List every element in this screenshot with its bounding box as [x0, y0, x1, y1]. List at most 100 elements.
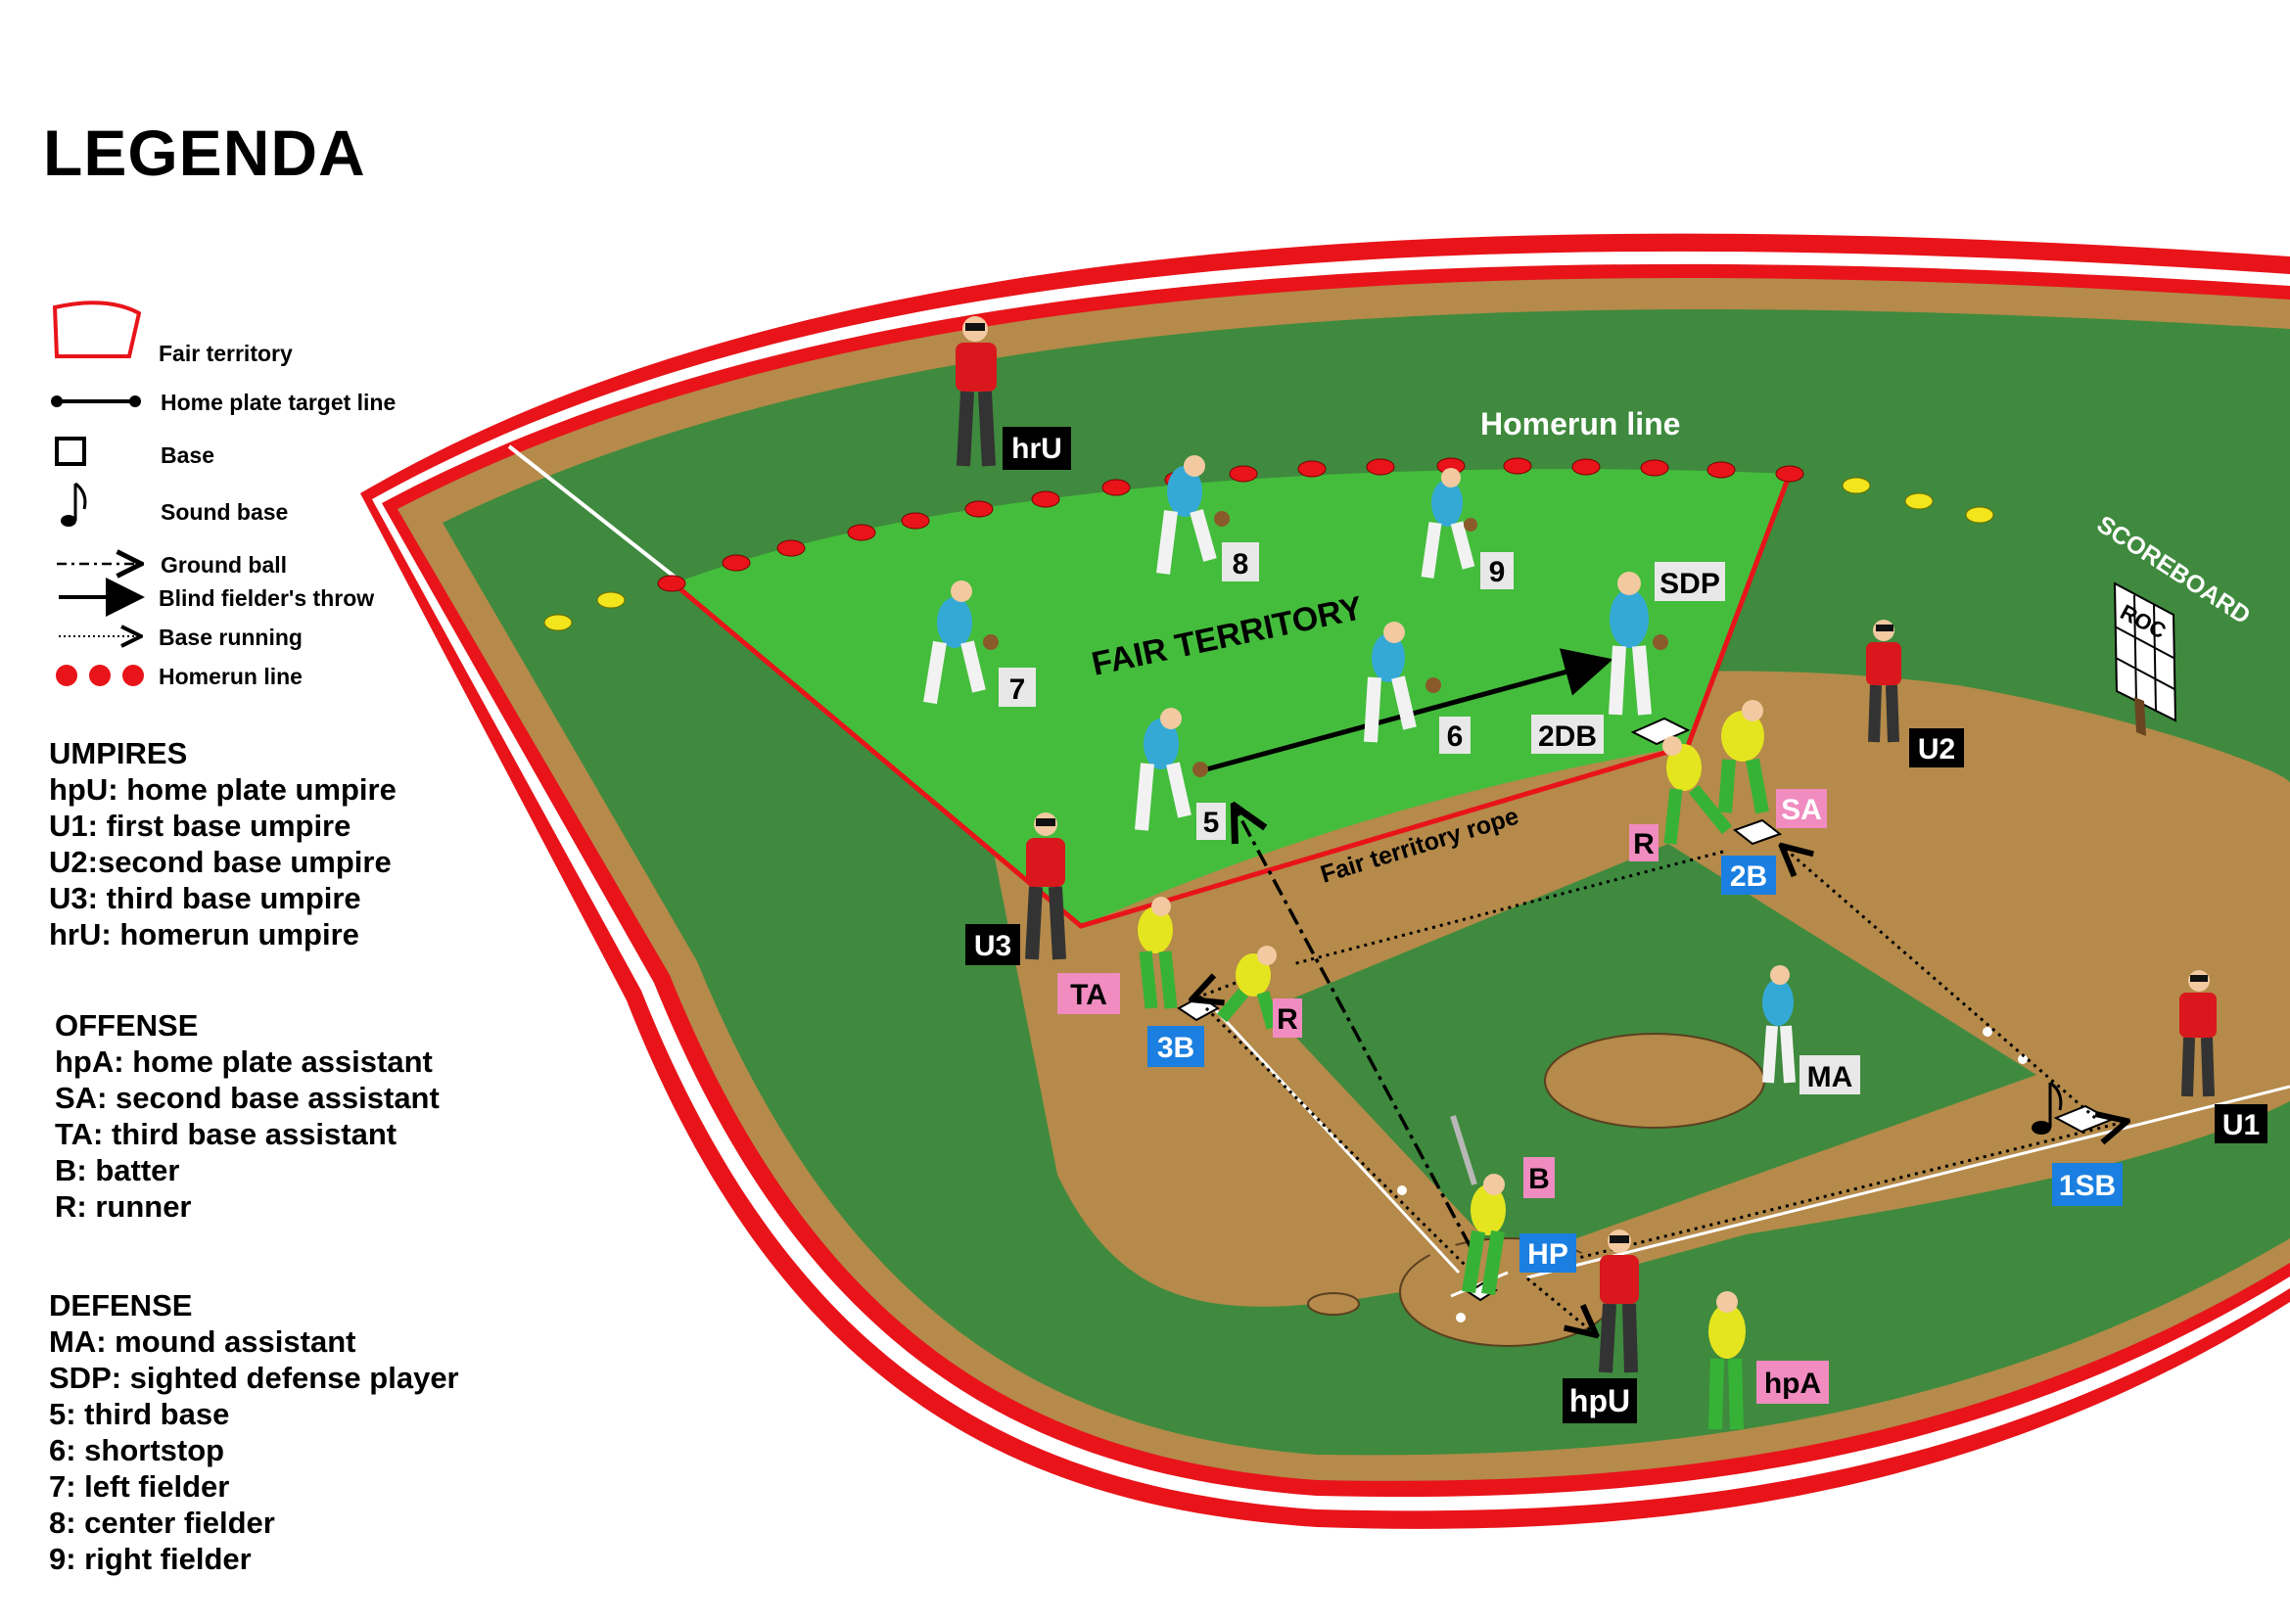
legend-base-running-label: Base running — [159, 625, 303, 650]
tag-7: 7 — [999, 668, 1036, 707]
svg-text:SA: SA — [1781, 794, 1822, 826]
tag-u3: U3 — [965, 924, 1020, 965]
svg-text:hpU: hpU — [1569, 1383, 1630, 1418]
batter-run-arrow — [1526, 1276, 1594, 1333]
offense-item: SA: second base assistant — [55, 1081, 440, 1115]
svg-text:TA: TA — [1070, 979, 1107, 1011]
umpire-hru — [956, 316, 997, 467]
foul-cones — [543, 477, 1994, 631]
legend-homerun-line-label: Homerun line — [159, 664, 303, 689]
svg-text:8: 8 — [1233, 548, 1249, 580]
tag-5: 5 — [1196, 803, 1226, 840]
umpires-item: U2:second base umpire — [49, 845, 392, 879]
umpires-heading: UMPIRES — [49, 736, 188, 770]
legend-sound-base-icon — [61, 482, 87, 527]
svg-text:5: 5 — [1203, 807, 1220, 839]
homerun-cones — [657, 457, 1804, 592]
tag-r3: R — [1273, 998, 1302, 1038]
on-deck-circle — [1307, 1292, 1360, 1316]
defense-item: 8: center fielder — [49, 1506, 275, 1540]
player-r2 — [1662, 736, 1733, 845]
defense-item: SDP: sighted defense player — [49, 1361, 459, 1395]
legend-ground-ball-label: Ground ball — [161, 552, 288, 578]
defense-heading: DEFENSE — [49, 1288, 193, 1322]
tag-u2: U2 — [1909, 728, 1964, 767]
sound-base-icon — [2032, 1081, 2063, 1135]
tag-8: 8 — [1222, 542, 1259, 581]
tag-b: B — [1523, 1157, 1555, 1198]
tag-2b: 2B — [1721, 856, 1776, 895]
player-6 — [1364, 622, 1441, 743]
umpires-item: U3: third base umpire — [49, 881, 361, 915]
svg-text:6: 6 — [1447, 720, 1464, 753]
offense-item: TA: third base assistant — [55, 1117, 397, 1151]
tag-ta: TA — [1057, 973, 1120, 1014]
svg-text:2B: 2B — [1730, 860, 1767, 893]
batter-box-mark — [1456, 1313, 1466, 1322]
tag-9: 9 — [1480, 552, 1514, 589]
umpires-item: hpU: home plate umpire — [49, 772, 397, 807]
legend-title: LEGENDA — [43, 116, 366, 189]
svg-text:U3: U3 — [974, 930, 1011, 962]
scoreboard-sign: ROC — [2113, 581, 2177, 736]
ground-ball-line — [1236, 809, 1472, 1248]
tag-r2: R — [1629, 824, 1659, 861]
svg-text:7: 7 — [1009, 673, 1026, 706]
tag-sa: SA — [1776, 789, 1827, 828]
tag-hru: hrU — [1003, 427, 1071, 470]
offense-heading: OFFENSE — [55, 1008, 199, 1043]
base-mark-1 — [1397, 1185, 1407, 1195]
umpire-u3 — [1025, 812, 1066, 960]
umpire-u1 — [2179, 970, 2217, 1097]
legend-base-label: Base — [161, 442, 214, 468]
tag-ma: MA — [1799, 1055, 1860, 1094]
legend-base-icon — [55, 437, 86, 466]
legend-homerun-line-icon — [56, 665, 144, 686]
umpire-hpu — [1599, 1230, 1639, 1373]
base-running-1b-2b — [1784, 848, 2096, 1120]
player-5 — [1135, 708, 1208, 831]
second-base-2db — [1630, 717, 1691, 746]
tag-hpu: hpU — [1563, 1378, 1637, 1423]
tag-u1: U1 — [2215, 1104, 2267, 1143]
legend-target-line-icon — [51, 395, 141, 407]
umpires-item: U1: first base umpire — [49, 809, 351, 843]
defense-item: 7: left fielder — [49, 1469, 230, 1504]
base-running-3b-home — [1204, 1006, 1471, 1271]
defense-item: MA: mound assistant — [49, 1324, 356, 1359]
player-sa — [1718, 700, 1769, 814]
legend-sound-base-label: Sound base — [161, 499, 289, 525]
umpires-item: hrU: homerun umpire — [49, 917, 359, 951]
tag-hpa: hpA — [1756, 1361, 1829, 1404]
offense-item: hpA: home plate assistant — [55, 1044, 433, 1079]
second-base — [1732, 818, 1783, 846]
base-mark-3 — [2018, 1054, 2028, 1064]
svg-text:hpA: hpA — [1764, 1368, 1821, 1400]
player-9 — [1421, 468, 1477, 579]
defense-item: 6: shortstop — [49, 1433, 225, 1467]
svg-text:U2: U2 — [1918, 733, 1955, 766]
defense-item: 5: third base — [49, 1397, 230, 1431]
player-7 — [923, 580, 999, 705]
legend-target-line-label: Home plate target line — [161, 390, 397, 415]
svg-text:R: R — [1633, 828, 1655, 860]
base-mark-2 — [1983, 1027, 1992, 1037]
svg-text:U1: U1 — [2222, 1109, 2260, 1141]
tag-6: 6 — [1439, 717, 1471, 754]
player-r3 — [1217, 946, 1280, 1030]
tag-sdp: SDP — [1655, 562, 1725, 601]
tag-1sb: 1SB — [2052, 1163, 2123, 1206]
player-hpa — [1708, 1291, 1746, 1430]
player-ta — [1138, 897, 1178, 1009]
player-batter — [1450, 1115, 1506, 1296]
left-foul-line — [507, 444, 678, 580]
legend-fair-territory-label: Fair territory — [159, 341, 293, 366]
svg-text:MA: MA — [1807, 1061, 1853, 1093]
player-sdp — [1609, 572, 1668, 716]
offense-item: R: runner — [55, 1189, 192, 1224]
svg-text:hrU: hrU — [1011, 433, 1062, 465]
defense-item: 9: right fielder — [49, 1542, 252, 1576]
svg-text:SDP: SDP — [1659, 568, 1720, 600]
